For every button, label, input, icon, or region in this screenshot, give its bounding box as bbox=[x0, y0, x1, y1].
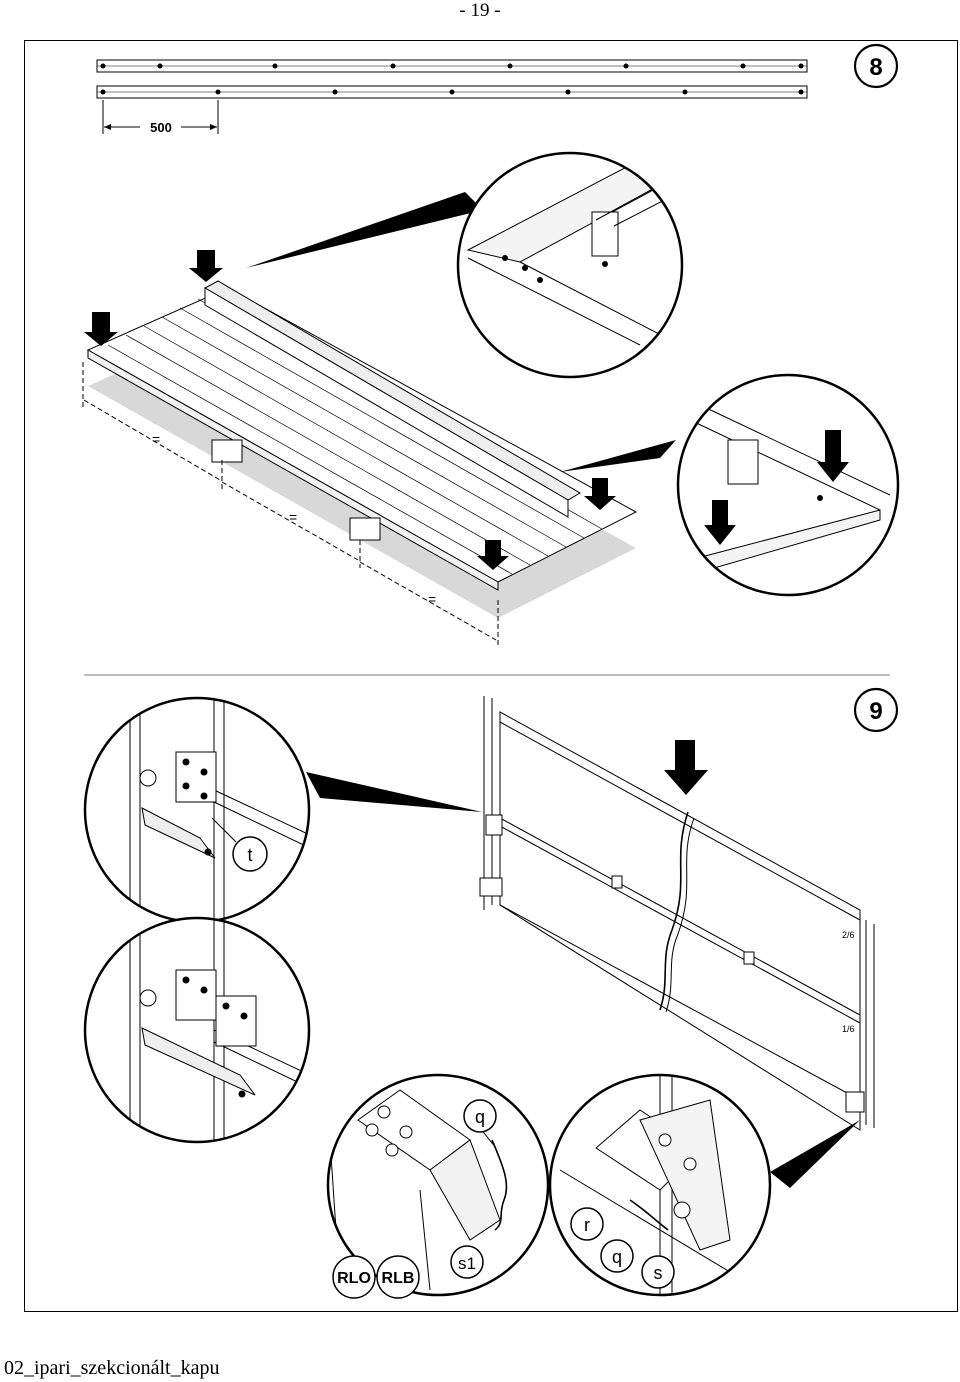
label-s: s bbox=[654, 1263, 663, 1283]
callout-pointer-2 bbox=[560, 440, 676, 472]
section-mark-2-6: 2/6 bbox=[842, 930, 855, 940]
equal-mark-1: = bbox=[152, 431, 160, 447]
label-r: r bbox=[584, 1215, 590, 1235]
instruction-frame bbox=[24, 40, 958, 1312]
rail-top-view bbox=[96, 59, 808, 99]
equal-mark-2: = bbox=[289, 509, 297, 525]
step-9: 9 2/6 1/6 bbox=[83, 687, 899, 1299]
detail-circle-cable-bracket: q s1 RLO RLB bbox=[326, 1073, 550, 1299]
document-footer: 02_ipari_szekcionált_kapu bbox=[4, 1357, 220, 1379]
detail-circle-rail-end bbox=[676, 373, 900, 597]
push-arrows bbox=[84, 250, 616, 570]
down-arrow bbox=[664, 740, 708, 795]
step-8-badge: 8 bbox=[853, 43, 899, 89]
label-q-right: q bbox=[612, 1247, 622, 1267]
equal-mark-3: = bbox=[428, 591, 436, 607]
page-number: - 19 - bbox=[459, 0, 501, 21]
detail-circle-rail-top bbox=[456, 151, 684, 379]
dimension-500 bbox=[102, 100, 219, 134]
callout-pointer-3 bbox=[306, 772, 482, 812]
callout-pointer-1 bbox=[246, 192, 483, 268]
label-q-left: q bbox=[475, 1107, 485, 1127]
detail-circle-cable-drum: r q s bbox=[548, 1073, 772, 1297]
label-t: t bbox=[247, 845, 252, 865]
section-mark-1-6: 1/6 bbox=[842, 1024, 855, 1034]
step-8-number: 8 bbox=[869, 54, 882, 81]
dimension-500-label: 500 bbox=[150, 120, 172, 135]
step-9-number: 9 bbox=[869, 698, 882, 725]
callout-pointer-4 bbox=[770, 1120, 860, 1188]
step-9-badge: 9 bbox=[853, 687, 899, 733]
detail-circle-hinge-double bbox=[83, 916, 311, 1144]
detail-circle-hinge-single: t bbox=[83, 696, 311, 924]
door-frame bbox=[479, 696, 875, 1131]
label-rlb: RLB bbox=[382, 1270, 415, 1287]
step-8: 8 500 bbox=[82, 43, 900, 676]
equal-spacing-dimension bbox=[82, 362, 499, 648]
label-rlo: RLO bbox=[337, 1270, 371, 1287]
label-s1: s1 bbox=[458, 1254, 476, 1273]
